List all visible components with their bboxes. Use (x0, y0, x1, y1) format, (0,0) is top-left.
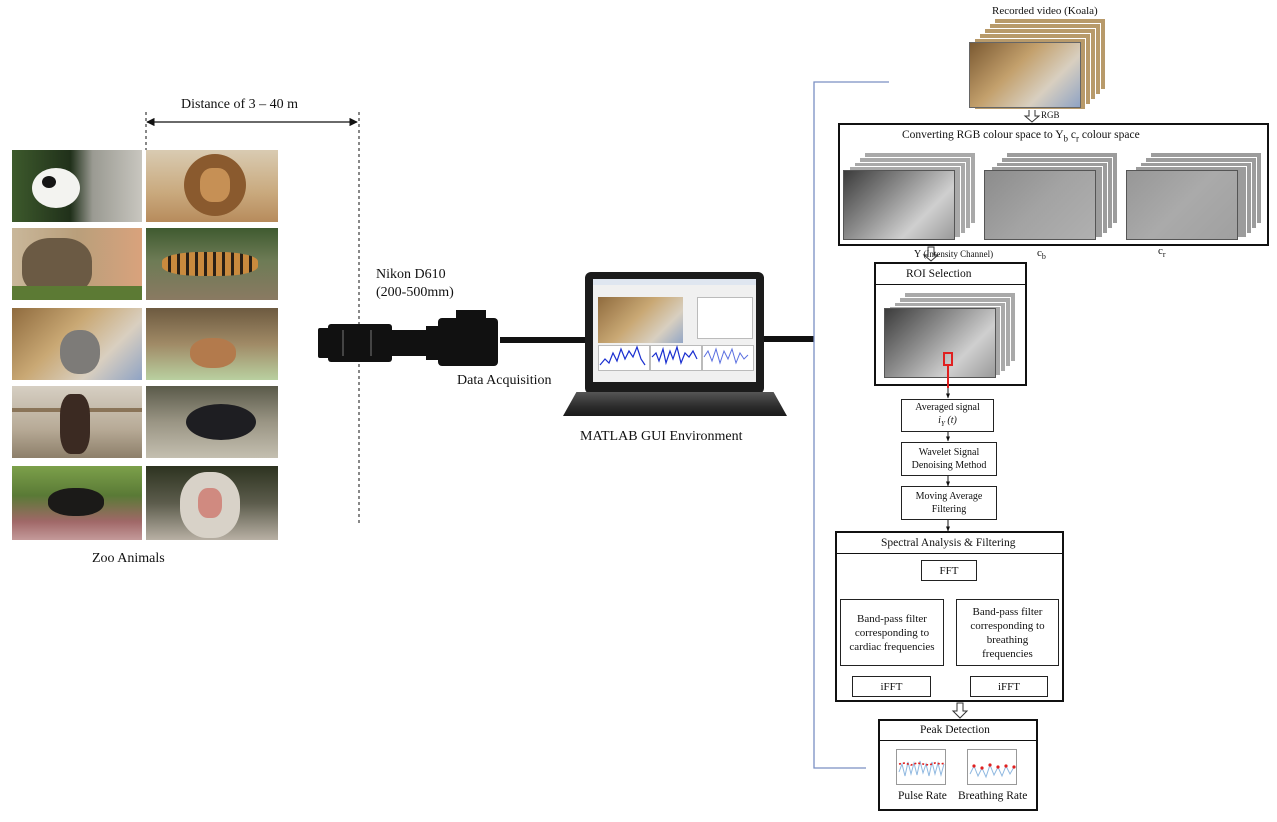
photo-wallaby (146, 308, 278, 380)
ifft-cardiac-box: iFFT (852, 676, 931, 697)
photo-baboon (146, 466, 278, 540)
recorded-video-label: Recorded video (Koala) (992, 5, 1098, 17)
photo-seal (146, 386, 278, 458)
laptop-screen (593, 279, 756, 382)
laptop-signal-plots (599, 344, 749, 366)
photo-lion (146, 150, 278, 222)
moving-average-box: Moving Average Filtering (901, 486, 997, 520)
camera-lens: (200-500mm) (376, 285, 454, 300)
zoo-animals-label: Zoo Animals (92, 551, 165, 566)
cb-channel-label: cb (1037, 247, 1046, 262)
wavelet-denoising-box: Wavelet Signal Denoising Method (901, 442, 997, 476)
matlab-gui-label: MATLAB GUI Environment (580, 429, 743, 444)
photo-bear (12, 466, 142, 540)
pulse-rate-label: Pulse Rate (898, 790, 947, 802)
rgb-label: RGB (1041, 110, 1060, 120)
cr-channel-label: cr (1158, 245, 1166, 260)
photo-hyena (12, 228, 142, 300)
photo-tiger (146, 228, 278, 300)
ifft-breathing-box: iFFT (970, 676, 1048, 697)
photo-panda (12, 150, 142, 222)
breathing-rate-plot (967, 749, 1017, 785)
photo-alpaca (12, 386, 142, 458)
distance-label: Distance of 3 – 40 m (181, 97, 299, 112)
camera-model: Nikon D610 (376, 267, 446, 282)
y-channel-label: Y (Intensity Channel) (914, 249, 994, 260)
bandpass-breathing-box: Band-pass filter corresponding to breath… (956, 599, 1059, 666)
spectral-analysis-title: Spectral Analysis & Filtering (881, 537, 1016, 549)
bandpass-cardiac-box: Band-pass filter corresponding to cardia… (840, 599, 944, 666)
breathing-rate-label: Breathing Rate (958, 790, 1028, 802)
averaged-signal-box: Averaged signal iY (t) (901, 399, 994, 432)
pulse-rate-plot (896, 749, 946, 785)
peak-detection-title: Peak Detection (920, 724, 990, 736)
roi-selection-title: ROI Selection (906, 268, 972, 280)
data-acquisition-label: Data Acquisition (457, 373, 552, 388)
roi-marker (943, 352, 953, 366)
photo-koala (12, 308, 142, 380)
colour-conversion-title: Converting RGB colour space to Yb cr col… (902, 129, 1140, 144)
fft-box: FFT (921, 560, 977, 581)
